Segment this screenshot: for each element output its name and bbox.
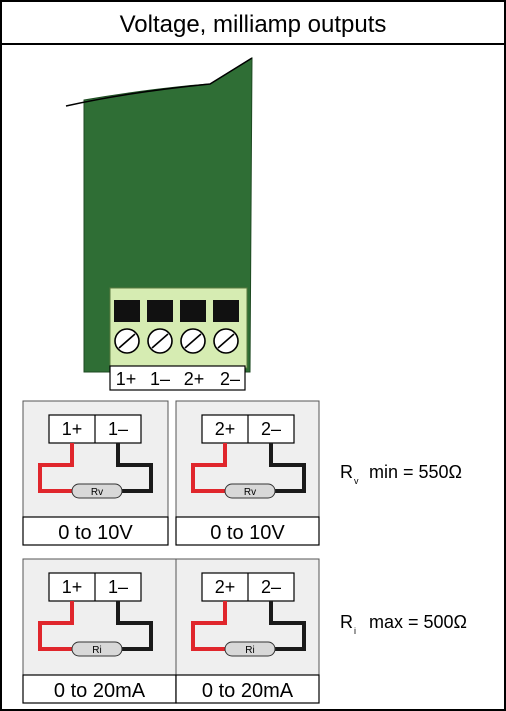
current-panel-1: 1+ 1– Ri 0 to 20mA (22, 558, 177, 704)
negative-wire (116, 601, 153, 651)
resistor-icon (224, 641, 276, 657)
terminal-label: 1+ (116, 369, 137, 389)
range-box (175, 674, 320, 704)
terminal-label: 1+ (62, 419, 83, 439)
ri-note: R i max = 500Ω (340, 612, 467, 636)
voltage-panel-1: 1+ 1– Rv 0 to 10V (22, 400, 169, 546)
rv-value: min = 550Ω (369, 462, 462, 482)
current-panel-2: 2+ 2– Ri 0 to 20mA (175, 558, 320, 704)
range-box (175, 516, 320, 546)
ri-symbol: R (340, 612, 353, 632)
screw-slot (217, 333, 235, 349)
range-label: 0 to 10V (210, 522, 285, 544)
resistor-label: Rv (91, 487, 103, 498)
resistor-label: Rv (244, 487, 256, 498)
positive-wire (38, 601, 74, 651)
ri-value: max = 500Ω (369, 612, 467, 632)
terminal-block (147, 300, 173, 322)
resistor-icon (71, 641, 123, 657)
diagram-title: Voltage, milliamp outputs (120, 11, 387, 38)
voltage-panel-2: 2+ 2– Rv 0 to 10V (175, 400, 320, 546)
terminal-label: 2+ (184, 369, 205, 389)
range-label: 0 to 10V (58, 522, 133, 544)
terminal-label: 2– (220, 369, 240, 389)
ri-subscript: i (354, 626, 356, 636)
terminal-label: 1– (150, 369, 170, 389)
terminal-label: 1– (108, 577, 128, 597)
rv-symbol: R (340, 462, 353, 482)
rv-subscript: v (354, 476, 359, 486)
screw-slot (184, 333, 202, 349)
terminal-block (213, 300, 239, 322)
negative-wire (269, 601, 306, 651)
range-label: 0 to 20mA (202, 680, 294, 702)
screw-slot (151, 333, 169, 349)
terminal-label: 1+ (62, 577, 83, 597)
range-box (22, 516, 169, 546)
terminal-label: 2– (261, 419, 281, 439)
terminal-label-box (109, 365, 246, 391)
terminal-label: 2+ (215, 577, 236, 597)
terminal-blocks (114, 300, 239, 322)
range-box (22, 674, 177, 704)
resistor-icon (71, 483, 123, 499)
positive-wire (191, 443, 227, 493)
resistor-label: Ri (92, 645, 101, 656)
terminal-label: 2– (261, 577, 281, 597)
resistor-label: Ri (245, 645, 254, 656)
rv-note: R v min = 550Ω (340, 462, 462, 486)
terminal-label: 2+ (215, 419, 236, 439)
positive-wire (191, 601, 227, 651)
terminal-block (180, 300, 206, 322)
terminal-label: 1– (108, 419, 128, 439)
terminal-screws (114, 328, 239, 354)
range-label: 0 to 20mA (54, 680, 146, 702)
output-connector: 1+ 1– 2+ 2– (109, 287, 248, 391)
negative-wire (116, 443, 153, 493)
board-edge-line (65, 57, 253, 107)
screw-slot (118, 333, 136, 349)
terminal-block (114, 300, 140, 322)
negative-wire (269, 443, 306, 493)
resistor-icon (224, 483, 276, 499)
positive-wire (38, 443, 74, 493)
